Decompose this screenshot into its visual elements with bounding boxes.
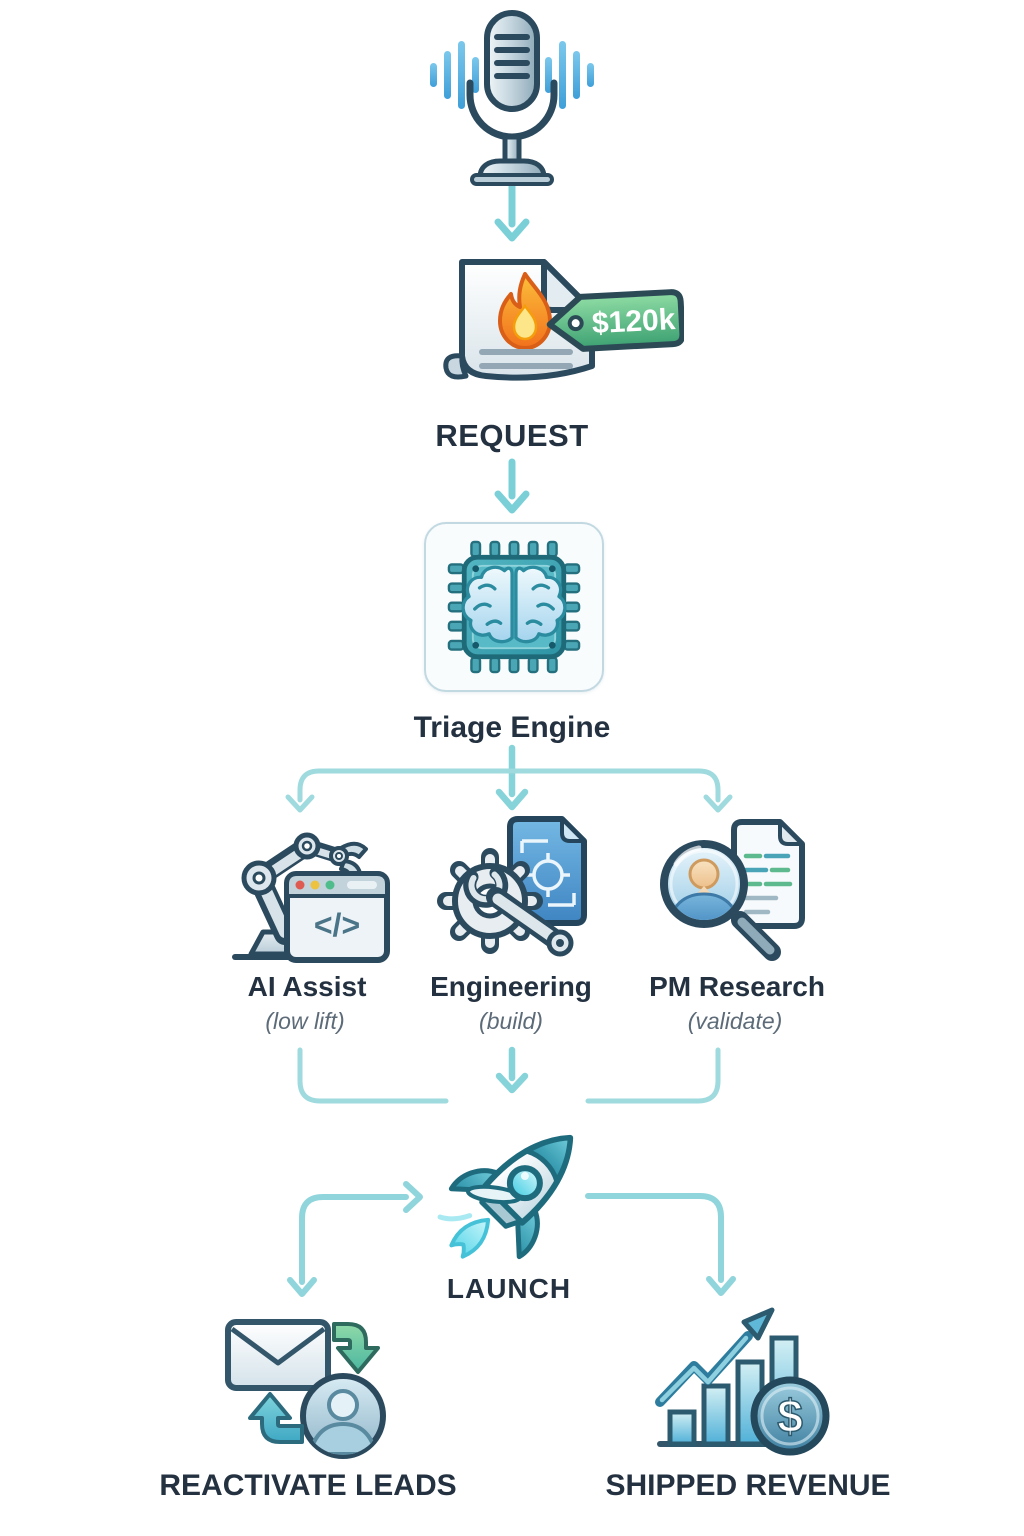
reactivate-leads-label: REACTIVATE LEADS	[159, 1469, 457, 1502]
microphone-icon	[402, 5, 622, 190]
cycle-arrow-down	[332, 1322, 380, 1374]
connector-triage-branch	[285, 768, 733, 813]
pm-research-sublabel: (validate)	[687, 1008, 783, 1034]
launch-label: LAUNCH	[446, 1273, 572, 1304]
arrowhead-to-pm-research	[703, 794, 733, 813]
rocket-window	[506, 1165, 543, 1202]
connector-launch-to-revenue	[585, 1193, 736, 1296]
ai-assist-label: AI Assist	[247, 971, 367, 1002]
dollar-symbol: $	[777, 1390, 803, 1442]
pm-research-label: PM Research	[649, 971, 825, 1002]
rocket-icon	[425, 1105, 605, 1280]
engineering-label: Engineering	[430, 971, 592, 1002]
growth-arrow	[655, 1307, 775, 1407]
gear-wrench-blueprint-icon	[432, 813, 602, 965]
connector-merge-to-launch	[297, 1047, 721, 1104]
connector-request-to-triage	[494, 458, 530, 514]
dollar-coin	[750, 1376, 830, 1456]
connector-triage-to-engineering	[495, 744, 529, 811]
connector-engineering-to-launch	[495, 1046, 529, 1094]
code-window: </>	[284, 871, 390, 963]
connector-launch-to-leads	[287, 1181, 423, 1297]
envelope-icon	[225, 1319, 331, 1391]
urgent-document-icon: $120k	[424, 248, 684, 416]
request-label: REQUEST	[435, 418, 589, 453]
shipped-revenue-label: SHIPPED REVENUE	[605, 1469, 891, 1502]
sound-wave-left	[430, 41, 479, 109]
ai-brain-chip-icon	[447, 540, 581, 674]
magnifier-user-document-icon	[642, 816, 812, 966]
robot-arm-code-window-icon: </>	[223, 816, 393, 966]
triage-label: Triage Engine	[413, 711, 611, 744]
sound-wave-right	[545, 41, 594, 109]
arrowhead-to-ai-assist	[285, 794, 315, 813]
triage-engine-card	[424, 522, 604, 692]
cycle-arrow-up	[248, 1392, 304, 1444]
page-curl	[443, 353, 469, 380]
email-user-cycle-icon	[218, 1308, 398, 1468]
connector-voice-to-request	[494, 182, 530, 242]
wrench	[463, 866, 574, 957]
brain-icon	[461, 565, 567, 644]
ai-assist-sublabel: (low lift)	[265, 1008, 345, 1034]
chip-pins	[447, 540, 581, 674]
rocket-flame	[449, 1217, 491, 1259]
price-tag: $120k	[546, 289, 684, 352]
code-glyph: </>	[314, 907, 360, 943]
engineering-sublabel: (build)	[479, 1008, 543, 1034]
growth-chart-dollar-icon: $	[640, 1298, 850, 1458]
price-tag-value: $120k	[591, 303, 676, 340]
